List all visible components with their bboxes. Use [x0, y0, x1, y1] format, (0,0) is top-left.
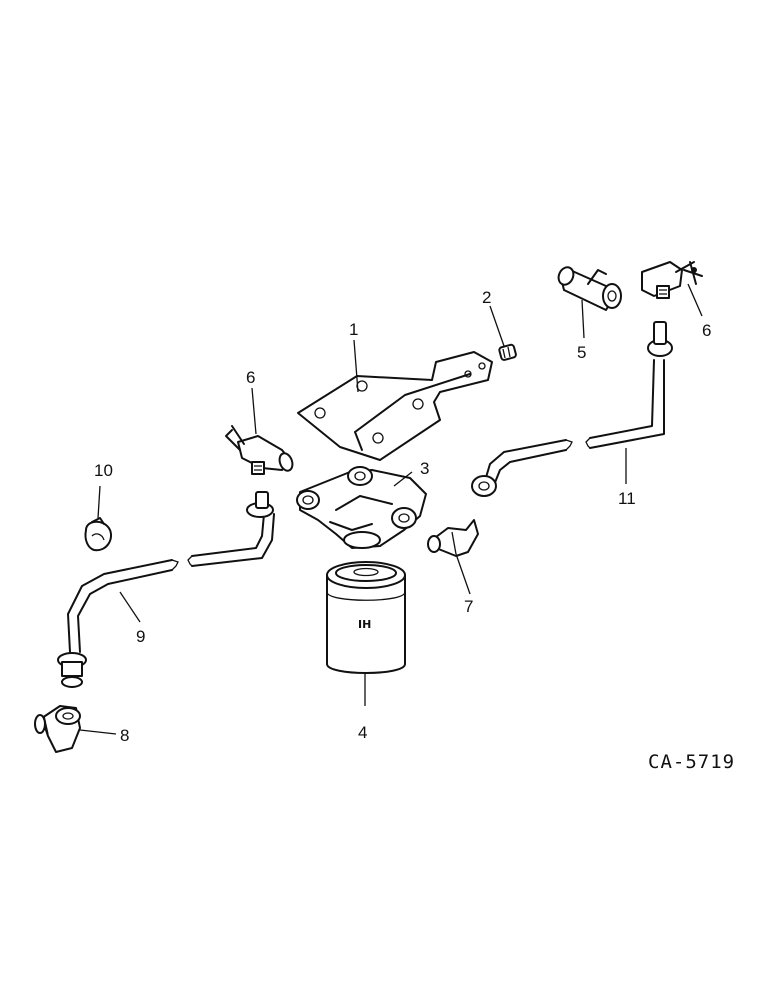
- elbow-fitting-left: [34, 705, 81, 753]
- fuel-filter-canister: IH: [326, 561, 406, 674]
- callout-2: 2: [482, 288, 491, 307]
- callout-11: 11: [618, 489, 636, 508]
- filter-logo: IH: [358, 618, 371, 631]
- fuel-line-right: [471, 321, 673, 497]
- callout-7: 7: [464, 597, 473, 616]
- callout-3: 3: [420, 459, 429, 478]
- mounting-bracket: [297, 351, 493, 461]
- callout-4: 4: [358, 723, 367, 742]
- drain-valve-left: [225, 425, 294, 475]
- callout-10: 10: [94, 461, 113, 480]
- callout-6-left: 6: [246, 368, 255, 387]
- fuel-line-left: [57, 491, 275, 688]
- leader-lines: [79, 283, 703, 735]
- hose-clamp: [84, 517, 112, 552]
- reference-code: CA-5719: [648, 751, 735, 773]
- callout-8: 8: [120, 726, 129, 745]
- pipe-plug: [498, 343, 517, 361]
- callout-5: 5: [577, 343, 586, 362]
- callout-6-right: 6: [702, 321, 711, 340]
- elbow-fitting-right: [427, 519, 479, 557]
- drain-valve-right: [641, 261, 703, 299]
- callout-1: 1: [349, 320, 358, 339]
- tee-fitting: [557, 266, 622, 311]
- callout-9: 9: [136, 627, 145, 646]
- filter-head: [296, 466, 427, 549]
